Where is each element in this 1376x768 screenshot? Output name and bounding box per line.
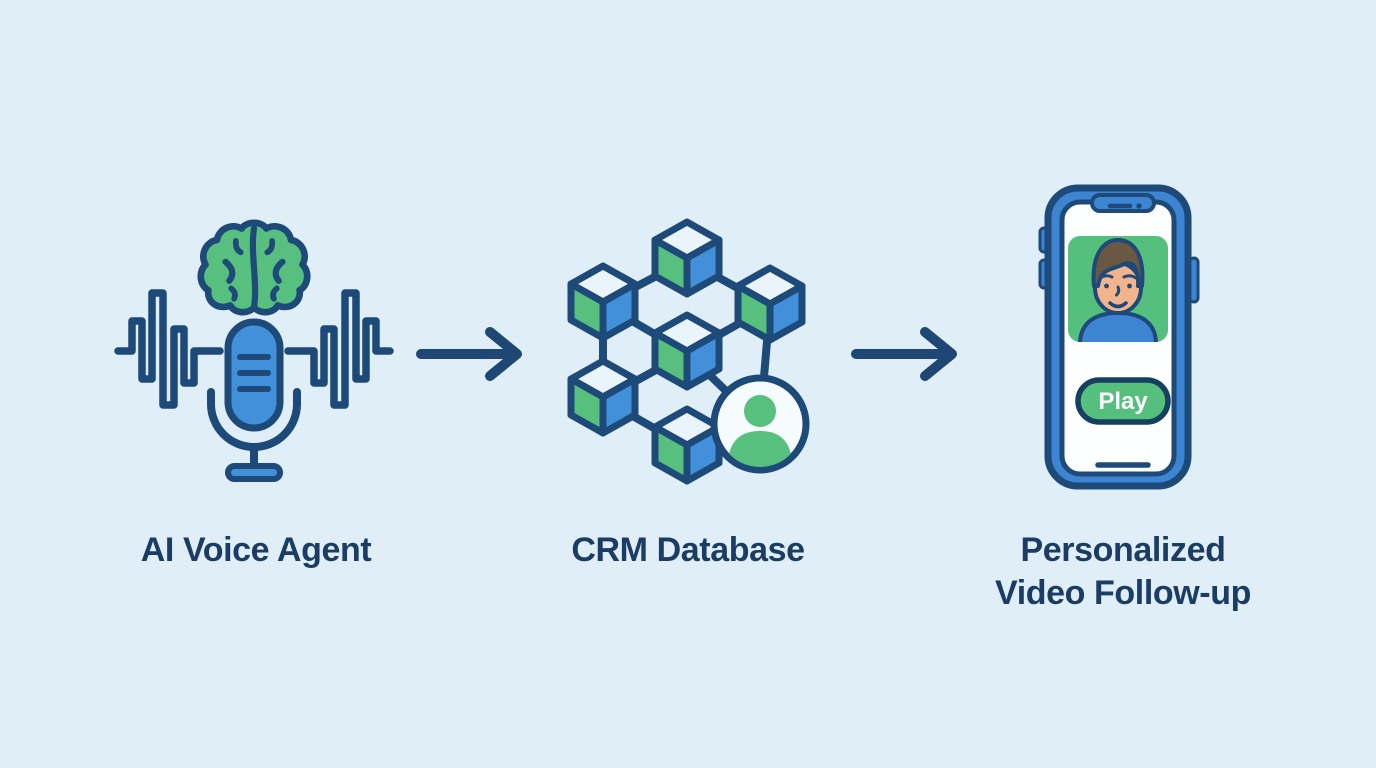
- step-label-line: Personalized: [1020, 531, 1226, 569]
- waveform-icon: [114, 289, 394, 409]
- brain-icon: [197, 219, 311, 316]
- step-label-personalized-video: Personalized Video Follow-up: [963, 529, 1283, 615]
- play-button: Play: [1075, 377, 1171, 425]
- cube-icon: [655, 315, 719, 387]
- portrait-video-thumbnail: [1068, 236, 1168, 342]
- step-label-line: Video Follow-up: [995, 574, 1251, 612]
- cube-icon: [655, 222, 719, 294]
- step-label-line: CRM Database: [571, 531, 805, 569]
- shirt: [1077, 310, 1159, 342]
- voice-agent-icon: [114, 216, 394, 484]
- cube-icon: [655, 409, 719, 481]
- arrow-right-icon: [414, 318, 536, 388]
- play-button-label: Play: [1098, 388, 1148, 415]
- step-label-ai-voice-agent: AI Voice Agent: [106, 529, 406, 572]
- step-label-line: AI Voice Agent: [140, 531, 372, 569]
- smartphone-icon: Play: [1038, 182, 1208, 502]
- cube-icon: [738, 268, 802, 340]
- phone-notch: [1090, 193, 1156, 213]
- cube-icon: [571, 361, 635, 433]
- step-label-crm-database: CRM Database: [538, 529, 838, 572]
- arrow-right-icon: [849, 318, 971, 388]
- contact-avatar-icon: [710, 374, 810, 474]
- cube-icon: [571, 266, 635, 338]
- hair: [1091, 238, 1145, 288]
- microphone-icon: [207, 318, 301, 482]
- crm-network-icon: [562, 210, 812, 492]
